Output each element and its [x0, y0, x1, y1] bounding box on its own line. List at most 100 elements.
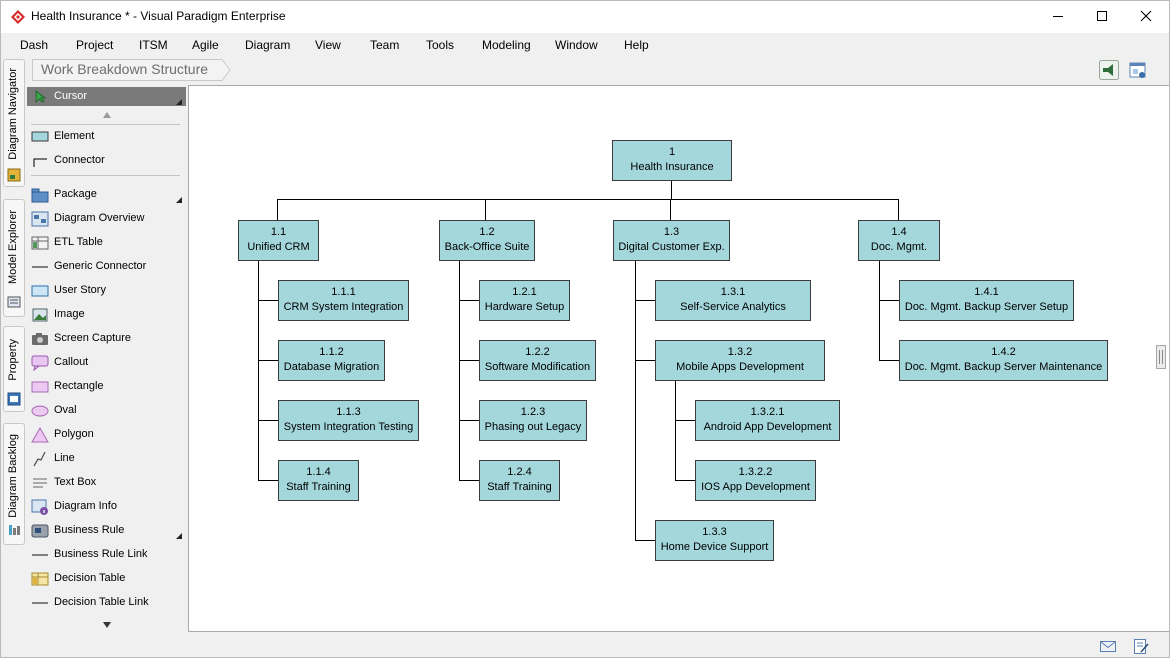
- wbs-node-1-1[interactable]: 1.1 Unified CRM: [238, 220, 319, 261]
- rectangle-icon: [31, 381, 49, 393]
- wbs-node-1-3-2[interactable]: 1.3.2 Mobile Apps Development: [655, 340, 825, 381]
- edit-document-icon[interactable]: [1132, 638, 1150, 654]
- palette-decision-table[interactable]: Decision Table: [27, 568, 186, 590]
- palette-polygon[interactable]: Polygon: [27, 424, 186, 446]
- announcement-icon[interactable]: [1099, 60, 1119, 80]
- wbs-node-1-3-3[interactable]: 1.3.3 Home Device Support: [655, 520, 774, 561]
- wbs-node-name: IOS App Development: [701, 481, 810, 493]
- palette-user-story[interactable]: User Story: [27, 280, 186, 302]
- palette-callout[interactable]: Callout: [27, 352, 186, 374]
- mail-icon[interactable]: [1099, 638, 1117, 654]
- menu-diagram[interactable]: Diagram: [245, 38, 291, 52]
- cursor-expand-icon[interactable]: [176, 99, 182, 105]
- palette-etl-table-label: ETL Table: [54, 236, 103, 248]
- wbs-node-id: 1.2: [479, 226, 495, 238]
- palette-connector[interactable]: Connector: [27, 150, 186, 172]
- wbs-node-name: Health Insurance: [630, 161, 714, 173]
- wbs-node-id: 1.3.3: [702, 526, 727, 538]
- menu-team[interactable]: Team: [370, 38, 400, 52]
- wbs-node-name: Android App Development: [703, 421, 832, 433]
- palette-diagram-info[interactable]: Diagram Info: [27, 496, 186, 518]
- wbs-node-name: Home Device Support: [660, 541, 769, 553]
- palette-line[interactable]: Line: [27, 448, 186, 470]
- menu-agile[interactable]: Agile: [192, 38, 219, 52]
- business-rule-expand-icon[interactable]: [176, 533, 182, 539]
- wbs-node-id: 1.2.4: [507, 466, 532, 478]
- scroll-down-icon[interactable]: [102, 621, 112, 629]
- menu-dash[interactable]: Dash: [20, 38, 49, 52]
- palette-diagram-overview-label: Diagram Overview: [54, 212, 145, 224]
- diagram-palette: Cursor Element Connector Package Diagram…: [27, 85, 188, 634]
- palette-image[interactable]: Image: [27, 304, 186, 326]
- palette-cursor[interactable]: Cursor: [27, 87, 186, 106]
- wbs-node-id: 1.1.4: [306, 466, 331, 478]
- palette-diagram-overview[interactable]: Diagram Overview: [27, 208, 186, 230]
- palette-business-rule-link-label: Business Rule Link: [54, 548, 148, 560]
- wbs-node-1-2-1[interactable]: 1.2.1 Hardware Setup: [479, 280, 570, 321]
- scroll-up-icon[interactable]: [102, 111, 112, 119]
- palette-business-rule-label: Business Rule: [54, 524, 125, 536]
- menu-tools[interactable]: Tools: [426, 38, 455, 52]
- business-rule-link-icon: [32, 554, 48, 556]
- model-explorer-icon: [7, 296, 21, 308]
- wbs-node-1-4[interactable]: 1.4 Doc. Mgmt.: [858, 220, 940, 261]
- palette-generic-connector[interactable]: Generic Connector: [27, 256, 186, 278]
- tab-diagram-navigator[interactable]: Diagram Navigator: [3, 59, 25, 187]
- wbs-node-1-3-2-1[interactable]: 1.3.2.1 Android App Development: [695, 400, 840, 441]
- menu-project[interactable]: Project: [76, 38, 114, 52]
- close-button[interactable]: [1123, 1, 1169, 31]
- panel-resize-grip[interactable]: [1156, 345, 1166, 369]
- tab-model-explorer[interactable]: Model Explorer: [3, 199, 25, 317]
- palette-business-rule[interactable]: Business Rule: [27, 520, 186, 542]
- minimize-button[interactable]: [1035, 1, 1081, 31]
- maximize-button[interactable]: [1079, 1, 1125, 31]
- palette-package-label: Package: [54, 188, 97, 200]
- tab-property[interactable]: Property: [3, 326, 25, 412]
- user-story-icon: [31, 285, 49, 297]
- palette-business-rule-link[interactable]: Business Rule Link: [27, 544, 186, 566]
- wbs-node-1-3[interactable]: 1.3 Digital Customer Exp.: [613, 220, 730, 261]
- palette-rectangle[interactable]: Rectangle: [27, 376, 186, 398]
- wbs-node-1-1-3[interactable]: 1.1.3 System Integration Testing: [278, 400, 419, 441]
- wbs-node-1-2[interactable]: 1.2 Back-Office Suite: [439, 220, 535, 261]
- wbs-node-1-1-1[interactable]: 1.1.1 CRM System Integration: [278, 280, 409, 321]
- minimize-icon: [1053, 16, 1063, 17]
- palette-element[interactable]: Element: [27, 126, 186, 148]
- palette-oval[interactable]: Oval: [27, 400, 186, 422]
- wbs-node-1-3-2-2[interactable]: 1.3.2.2 IOS App Development: [695, 460, 816, 501]
- wbs-node-root[interactable]: 1 Health Insurance: [612, 140, 732, 181]
- wbs-node-1-1-2[interactable]: 1.1.2 Database Migration: [278, 340, 385, 381]
- palette-decision-table-label: Decision Table: [54, 572, 126, 584]
- wbs-node-id: 1.4: [891, 226, 907, 238]
- palette-etl-table[interactable]: ETL Table: [27, 232, 186, 254]
- palette-divider: [31, 175, 180, 176]
- menu-itsm[interactable]: ITSM: [139, 38, 168, 52]
- tab-diagram-backlog[interactable]: Diagram Backlog: [3, 423, 25, 545]
- menu-modeling[interactable]: Modeling: [482, 38, 531, 52]
- wbs-node-1-3-1[interactable]: 1.3.1 Self-Service Analytics: [655, 280, 811, 321]
- palette-text-box[interactable]: Text Box: [27, 472, 186, 494]
- wbs-node-1-4-2[interactable]: 1.4.2 Doc. Mgmt. Backup Server Maintenan…: [899, 340, 1108, 381]
- package-expand-icon[interactable]: [176, 197, 182, 203]
- palette-oval-label: Oval: [54, 404, 77, 416]
- wbs-node-1-2-4[interactable]: 1.2.4 Staff Training: [479, 460, 560, 501]
- diagram-canvas[interactable]: 1 Health Insurance 1.1 Unified CRM 1.1.1…: [188, 85, 1169, 632]
- menu-view[interactable]: View: [315, 38, 341, 52]
- title-bar: Health Insurance * - Visual Paradigm Ent…: [1, 1, 1169, 33]
- wbs-node-id: 1.1.1: [331, 286, 356, 298]
- palette-rectangle-label: Rectangle: [54, 380, 104, 392]
- menu-help[interactable]: Help: [624, 38, 649, 52]
- wbs-node-1-2-2[interactable]: 1.2.2 Software Modification: [479, 340, 596, 381]
- wbs-node-id: 1.4.1: [974, 286, 999, 298]
- tab-model-explorer-label: Model Explorer: [7, 210, 19, 284]
- property-icon: [7, 392, 21, 406]
- palette-screen-capture[interactable]: Screen Capture: [27, 328, 186, 350]
- palette-package[interactable]: Package: [27, 184, 186, 206]
- diagram-settings-icon[interactable]: [1128, 60, 1148, 80]
- decision-table-icon: [31, 572, 49, 586]
- wbs-node-1-1-4[interactable]: 1.1.4 Staff Training: [278, 460, 359, 501]
- palette-decision-table-link[interactable]: Decision Table Link: [27, 592, 186, 614]
- wbs-node-1-2-3[interactable]: 1.2.3 Phasing out Legacy: [479, 400, 587, 441]
- wbs-node-1-4-1[interactable]: 1.4.1 Doc. Mgmt. Backup Server Setup: [899, 280, 1074, 321]
- menu-window[interactable]: Window: [555, 38, 598, 52]
